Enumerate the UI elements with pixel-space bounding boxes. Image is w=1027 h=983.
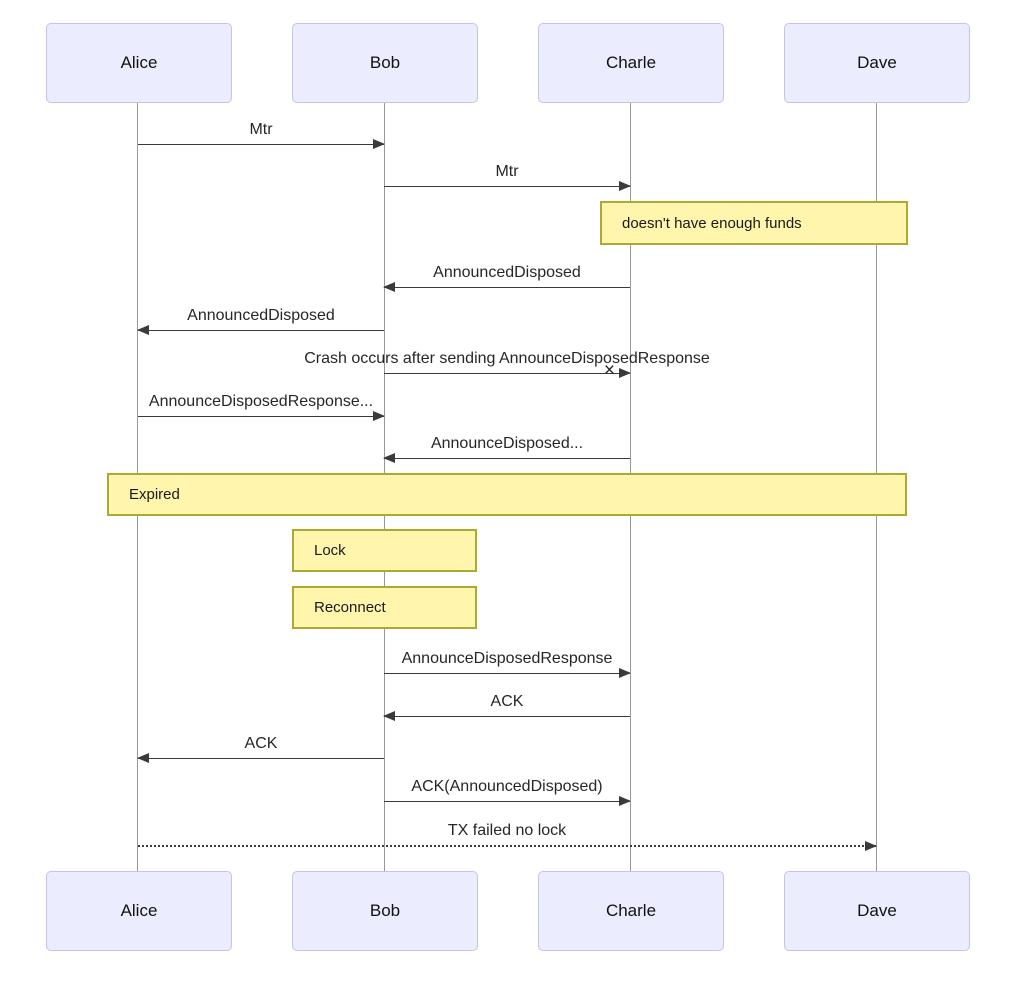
arrowhead-right-icon xyxy=(619,796,631,806)
message-line xyxy=(138,144,384,145)
message-line xyxy=(384,801,630,802)
actor-label-alice: Alice xyxy=(120,901,158,920)
actor-label-dave: Dave xyxy=(857,53,897,72)
message-lost-icon: × xyxy=(603,360,615,381)
note-label: doesn't have enough funds xyxy=(622,214,802,232)
message-label: ACK xyxy=(490,693,524,710)
arrowhead-right-icon xyxy=(373,411,385,421)
note-reconnect: Reconnect xyxy=(292,586,477,629)
actor-label-charle: Charle xyxy=(605,53,657,72)
message-line xyxy=(138,416,384,417)
message-line xyxy=(138,758,384,759)
note-label: Reconnect xyxy=(314,599,386,616)
actor-box-dave-bottom: Dave xyxy=(784,871,970,951)
message-label: AnnounceDisposedResponse xyxy=(401,650,613,667)
arrowhead-left-icon xyxy=(137,753,149,763)
message-label: ACK(AnnouncedDisposed) xyxy=(411,778,603,795)
message-label: AnnouncedDisposed xyxy=(187,307,335,324)
actor-box-bob-top: Bob xyxy=(292,23,478,103)
message-label: AnnounceDisposed... xyxy=(430,435,584,452)
arrowhead-left-icon xyxy=(383,453,395,463)
note-expired: Expired xyxy=(107,473,907,516)
arrowhead-right-icon xyxy=(619,368,631,378)
message-line-dotted xyxy=(138,845,876,847)
message-label: ACK xyxy=(244,735,278,752)
actor-label-bob: Bob xyxy=(369,901,401,920)
actor-box-dave-top: Dave xyxy=(784,23,970,103)
note-doesnt-have-enough-funds: doesn't have enough funds xyxy=(600,201,908,245)
message-line xyxy=(138,330,384,331)
message-line xyxy=(384,673,630,674)
arrowhead-left-icon xyxy=(137,325,149,335)
message-label: Mtr xyxy=(495,163,519,180)
message-line xyxy=(384,373,630,374)
actor-label-dave: Dave xyxy=(857,901,897,920)
message-label: AnnouncedDisposed xyxy=(433,264,581,281)
actor-box-bob-bottom: Bob xyxy=(292,871,478,951)
arrowhead-right-icon xyxy=(619,181,631,191)
actor-box-charle-top: Charle xyxy=(538,23,724,103)
message-label: AnnounceDisposedResponse... xyxy=(148,393,374,410)
arrowhead-right-icon xyxy=(619,668,631,678)
actor-label-charle: Charle xyxy=(605,901,657,920)
note-label: Expired xyxy=(129,486,180,503)
message-label: Mtr xyxy=(249,121,273,138)
arrowhead-right-icon xyxy=(865,841,877,851)
message-label: Crash occurs after sending AnnounceDispo… xyxy=(304,350,710,367)
message-label: TX failed no lock xyxy=(447,822,567,839)
arrowhead-right-icon xyxy=(373,139,385,149)
actor-box-alice-top: Alice xyxy=(46,23,232,103)
message-line xyxy=(384,186,630,187)
arrowhead-left-icon xyxy=(383,282,395,292)
actor-box-alice-bottom: Alice xyxy=(46,871,232,951)
arrowhead-left-icon xyxy=(383,711,395,721)
note-label: Lock xyxy=(314,542,346,559)
note-lock: Lock xyxy=(292,529,477,572)
actor-label-alice: Alice xyxy=(120,53,158,72)
actor-box-charle-bottom: Charle xyxy=(538,871,724,951)
message-line xyxy=(384,287,630,288)
actor-label-bob: Bob xyxy=(369,53,401,72)
message-line xyxy=(384,716,630,717)
message-line xyxy=(384,458,630,459)
